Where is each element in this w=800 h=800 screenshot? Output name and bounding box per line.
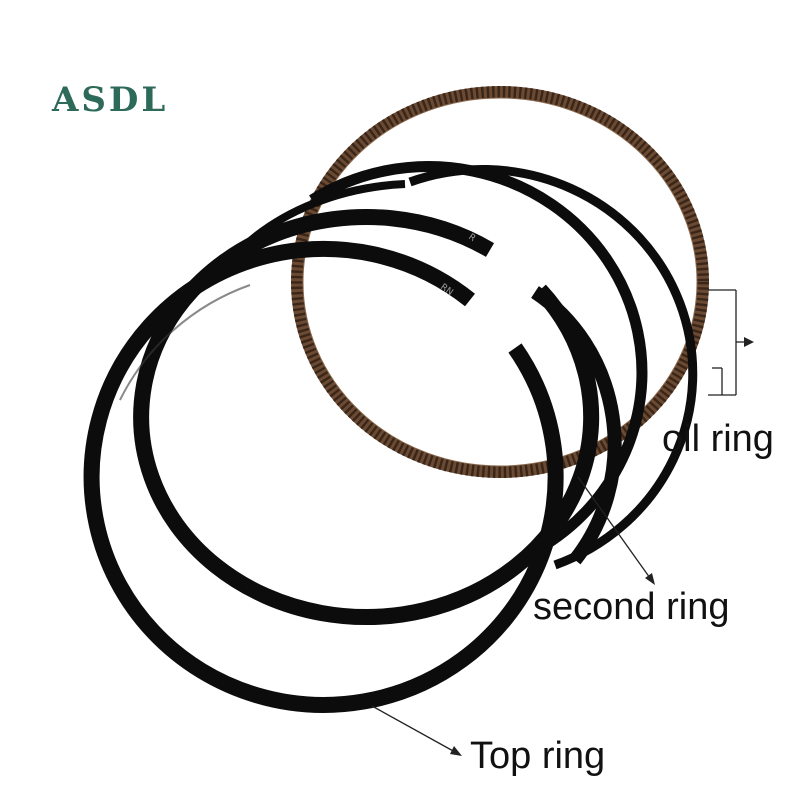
second-ring — [133, 209, 622, 625]
brand-logo: ASDL — [52, 80, 169, 120]
oil-ring-expander — [291, 86, 709, 478]
second-ring-label: second ring — [533, 586, 730, 628]
oil-ring-label: oil ring — [662, 418, 774, 460]
top-ring-label: Top ring — [470, 735, 606, 777]
oil-ring-arrow — [736, 337, 754, 347]
top-ring-leader — [371, 705, 462, 756]
oil-ring-bracket — [708, 289, 737, 396]
top-ring — [83, 240, 564, 713]
second-ring-leader — [577, 476, 655, 585]
second-ring-mark: R — [466, 232, 477, 244]
